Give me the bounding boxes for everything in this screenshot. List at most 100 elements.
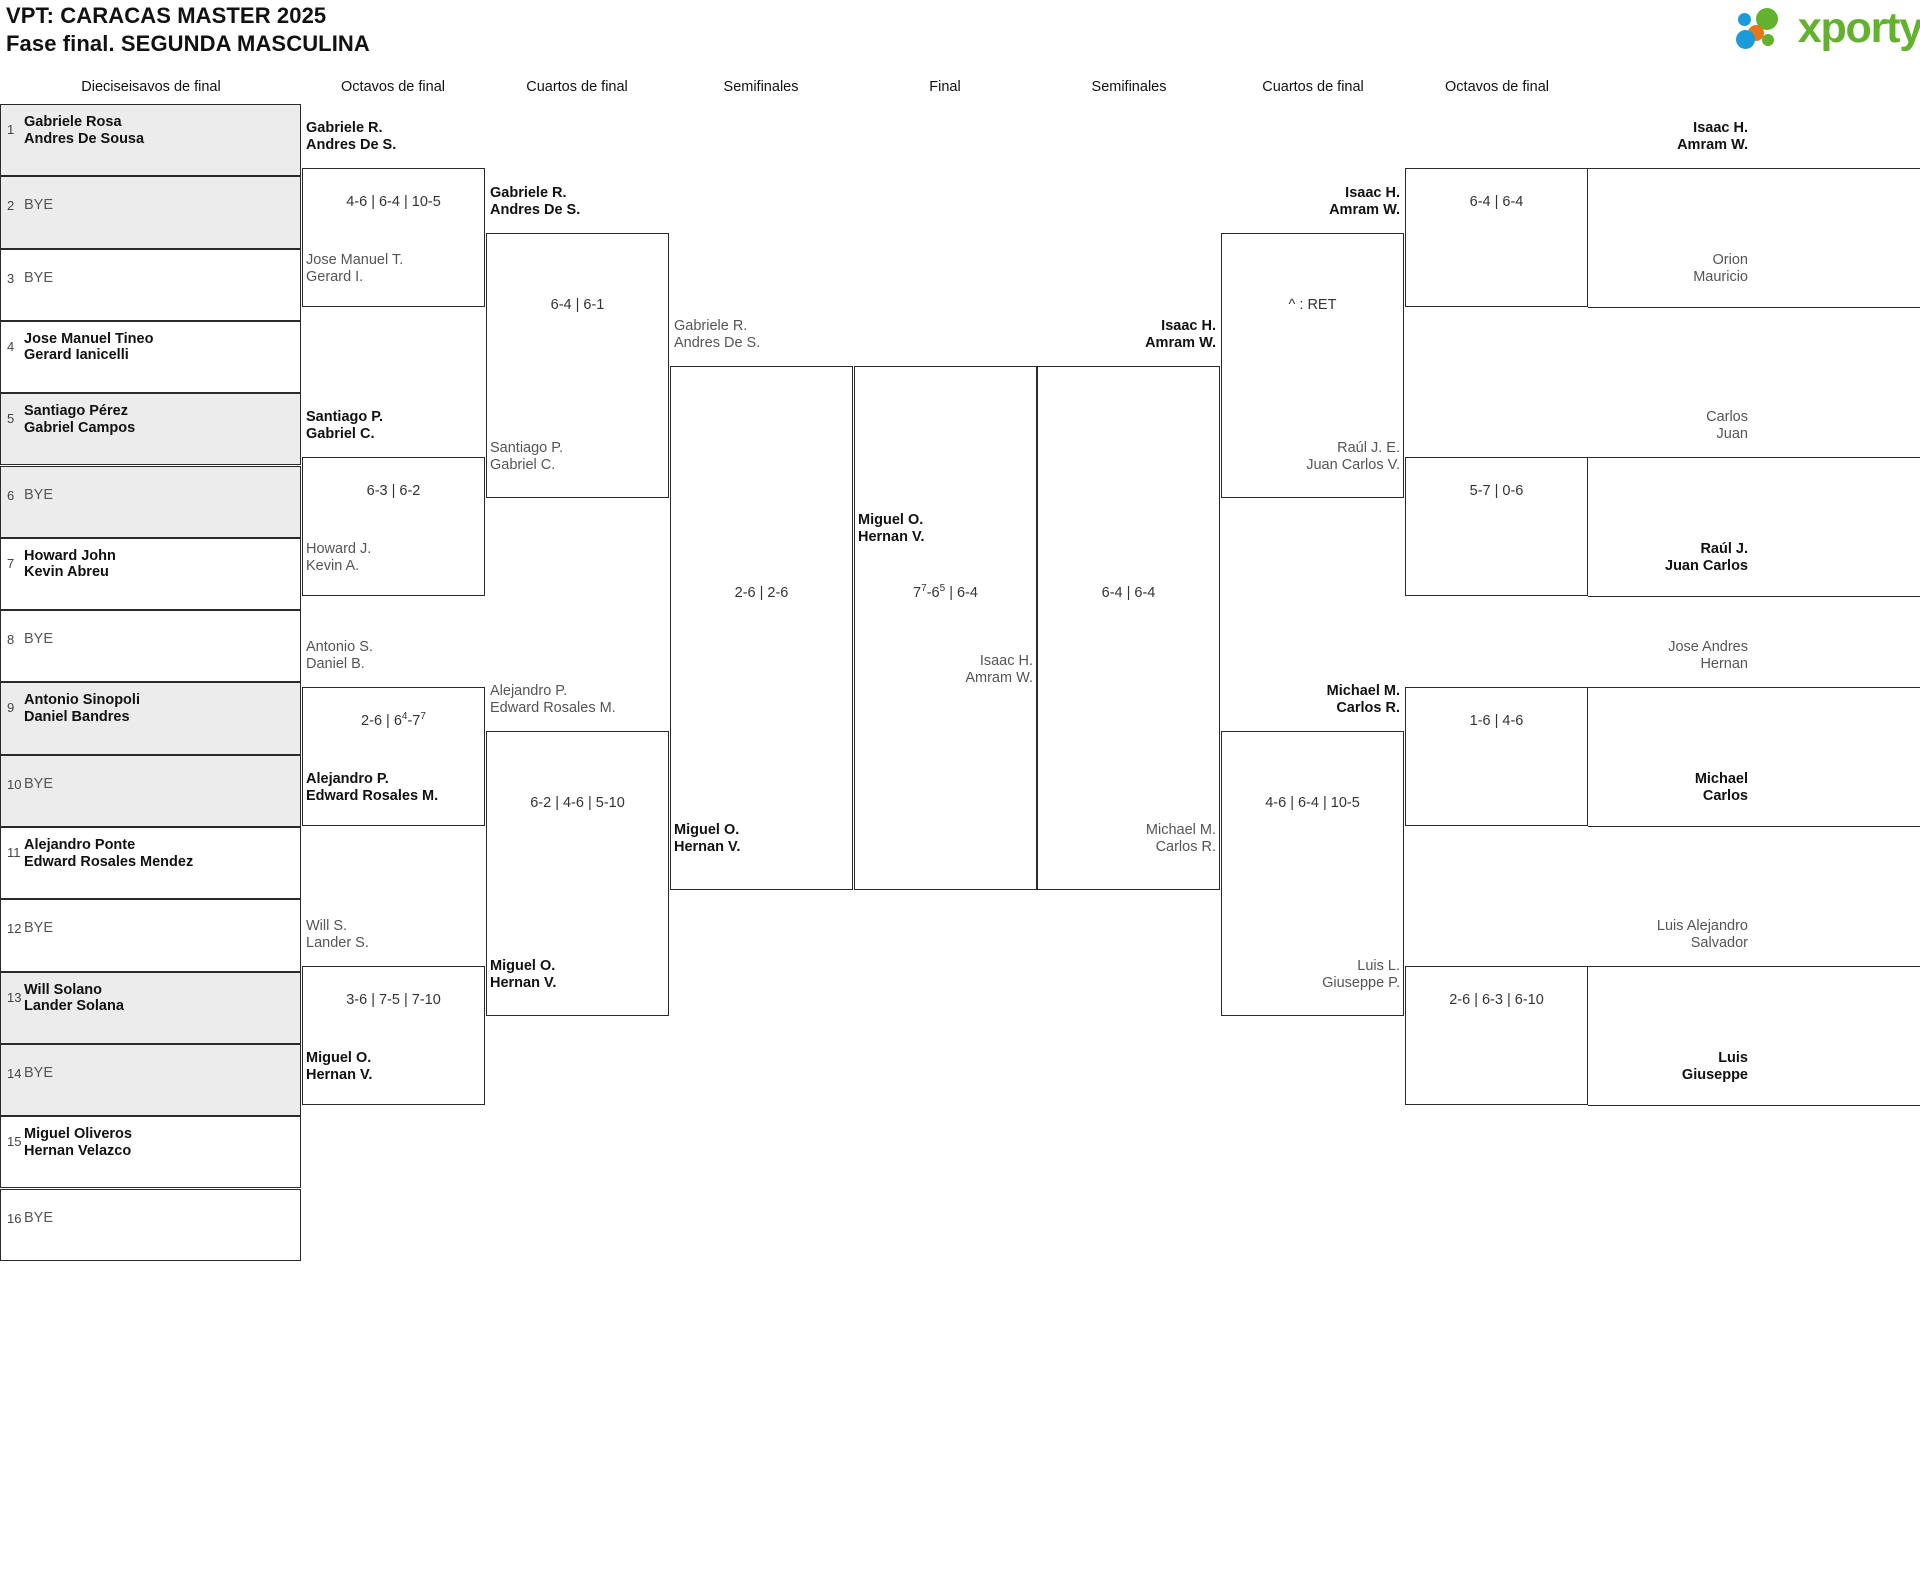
seed-number-12: 12: [7, 921, 22, 937]
score-right-r2-1: 6-4 | 6-4: [1469, 194, 1524, 210]
seed-cell-1[interactable]: [0, 104, 301, 177]
bye-label-3: BYE: [24, 269, 54, 286]
player-left-r3-2-top: Alejandro P.Edward Rosales M.: [490, 683, 616, 716]
seed-cell-6[interactable]: [0, 465, 301, 538]
seed-cell-8[interactable]: [0, 610, 301, 683]
seed-number-11: 11: [7, 845, 21, 860]
round-header-6: Cuartos de final: [1262, 79, 1364, 95]
player-right-r2-2-bottom: Raúl J.Juan Carlos: [1665, 541, 1748, 574]
connector-r2-4-bottom: [1588, 1105, 1920, 1106]
score-left-r3-1: 6-4 | 6-1: [550, 297, 605, 313]
score-left-r2-3: 2-6 | 64-77: [361, 711, 426, 729]
round-header-3: Semifinales: [723, 79, 799, 95]
score-right-r3-2: 4-6 | 6-4 | 10-5: [1265, 795, 1360, 811]
seed-cell-4[interactable]: [0, 320, 301, 394]
match-left-r2-3[interactable]: [302, 687, 485, 826]
bye-label-8: BYE: [24, 631, 54, 648]
player-left-r2-3-top: Antonio S.Daniel B.: [306, 639, 373, 672]
player-left-r3-1-top: Gabriele R.Andres De S.: [490, 185, 581, 218]
match-right-r2-3[interactable]: [1405, 687, 1588, 826]
match-right-r3-2[interactable]: [1221, 731, 1404, 1016]
match-left-r4-1[interactable]: [670, 366, 853, 890]
match-right-r2-2[interactable]: [1405, 457, 1588, 596]
match-left-r2-1[interactable]: [302, 168, 485, 307]
score-left-r2-2: 6-3 | 6-2: [366, 483, 421, 499]
score-left-r2-1: 4-6 | 6-4 | 10-5: [346, 194, 441, 210]
score-final: 77-65 | 6-4: [913, 583, 978, 601]
seed-cell-11[interactable]: [0, 827, 301, 900]
seed-cell-13[interactable]: [0, 971, 301, 1044]
seed-number-9: 9: [7, 700, 15, 716]
seed-number-15: 15: [7, 1134, 22, 1150]
seed-cell-7[interactable]: [0, 537, 301, 611]
player-left-r2-3-bottom: Alejandro P.Edward Rosales M.: [306, 771, 439, 804]
bye-label-2: BYE: [24, 197, 54, 214]
connector-r2-3-top: [1588, 687, 1920, 688]
player-right-r3-1-top: Isaac H.Amram W.: [1329, 185, 1400, 218]
title-line-1: VPT: CARACAS MASTER 2025: [6, 3, 327, 28]
player-right-r3-2-bottom: Luis L.Giuseppe P.: [1322, 958, 1400, 991]
seed-number-6: 6: [7, 487, 15, 503]
bye-label-16: BYE: [24, 1209, 54, 1226]
seed-cell-12[interactable]: [0, 899, 301, 972]
score-left-r2-4: 3-6 | 7-5 | 7-10: [346, 992, 441, 1008]
seed-cell-3[interactable]: [0, 248, 301, 321]
player-final-bottom: Isaac H.Amram W.: [965, 653, 1033, 686]
seed-cell-15[interactable]: [0, 1116, 301, 1189]
player-right-r4-1-bottom: Michael M.Carlos R.: [1145, 822, 1216, 855]
score-right-r2-4: 2-6 | 6-3 | 6-10: [1449, 992, 1544, 1008]
match-right-r4-1[interactable]: [1037, 366, 1220, 890]
seed-number-16: 16: [7, 1210, 22, 1226]
player-left-r3-2-bottom: Miguel O.Hernan V.: [490, 958, 557, 991]
seed-cell-2[interactable]: [0, 176, 301, 249]
bye-label-12: BYE: [24, 920, 54, 937]
seed-cell-10[interactable]: [0, 754, 301, 827]
player-left-r2-1-bottom: Jose Manuel T.Gerard I.: [306, 252, 404, 285]
tournament-title: VPT: CARACAS MASTER 2025 Fase final. SEG…: [6, 2, 370, 58]
score-right-r2-3: 1-6 | 4-6: [1469, 713, 1524, 729]
logo-dots-icon: [1735, 6, 1792, 50]
match-left-r2-2[interactable]: [302, 457, 485, 596]
player-left-r4-1-top: Gabriele R.Andres De S.: [674, 318, 761, 351]
seed-cell-9[interactable]: [0, 682, 301, 755]
seed-number-4: 4: [7, 338, 15, 354]
match-right-r3-1[interactable]: [1221, 233, 1404, 498]
seed-number-13: 13: [7, 989, 22, 1005]
connector-r2-1-bottom: [1588, 307, 1920, 308]
connector-r2-1-top: [1588, 168, 1920, 169]
seed-number-2: 2: [7, 198, 15, 214]
connector-r2-2-bottom: [1588, 596, 1920, 597]
xporty-logo[interactable]: xporty: [1735, 4, 1920, 52]
seed-cell-16[interactable]: [0, 1188, 301, 1261]
score-right-r2-2: 5-7 | 0-6: [1469, 483, 1524, 499]
round-header-4: Final: [929, 79, 961, 95]
match-final[interactable]: [854, 366, 1037, 890]
match-right-r2-4[interactable]: [1405, 966, 1588, 1105]
bye-label-10: BYE: [24, 775, 54, 792]
bye-label-6: BYE: [24, 486, 54, 503]
seed-number-3: 3: [7, 270, 15, 286]
match-left-r2-4[interactable]: [302, 966, 485, 1105]
logo-wordmark: xporty: [1797, 4, 1920, 52]
seed-number-1: 1: [7, 122, 15, 137]
round-header-0: Dieciseisavos de final: [81, 79, 221, 95]
seed-cell-14[interactable]: [0, 1043, 301, 1117]
player-final-top: Miguel O.Hernan V.: [858, 512, 925, 545]
match-left-r3-2[interactable]: [486, 731, 669, 1016]
seed-cell-5[interactable]: [0, 393, 301, 466]
player-right-r2-1-top: Isaac H.Amram W.: [1677, 120, 1748, 153]
match-left-r3-1[interactable]: [486, 233, 669, 498]
match-right-r2-1[interactable]: [1405, 168, 1588, 307]
title-line-2: Fase final. SEGUNDA MASCULINA: [6, 31, 370, 56]
